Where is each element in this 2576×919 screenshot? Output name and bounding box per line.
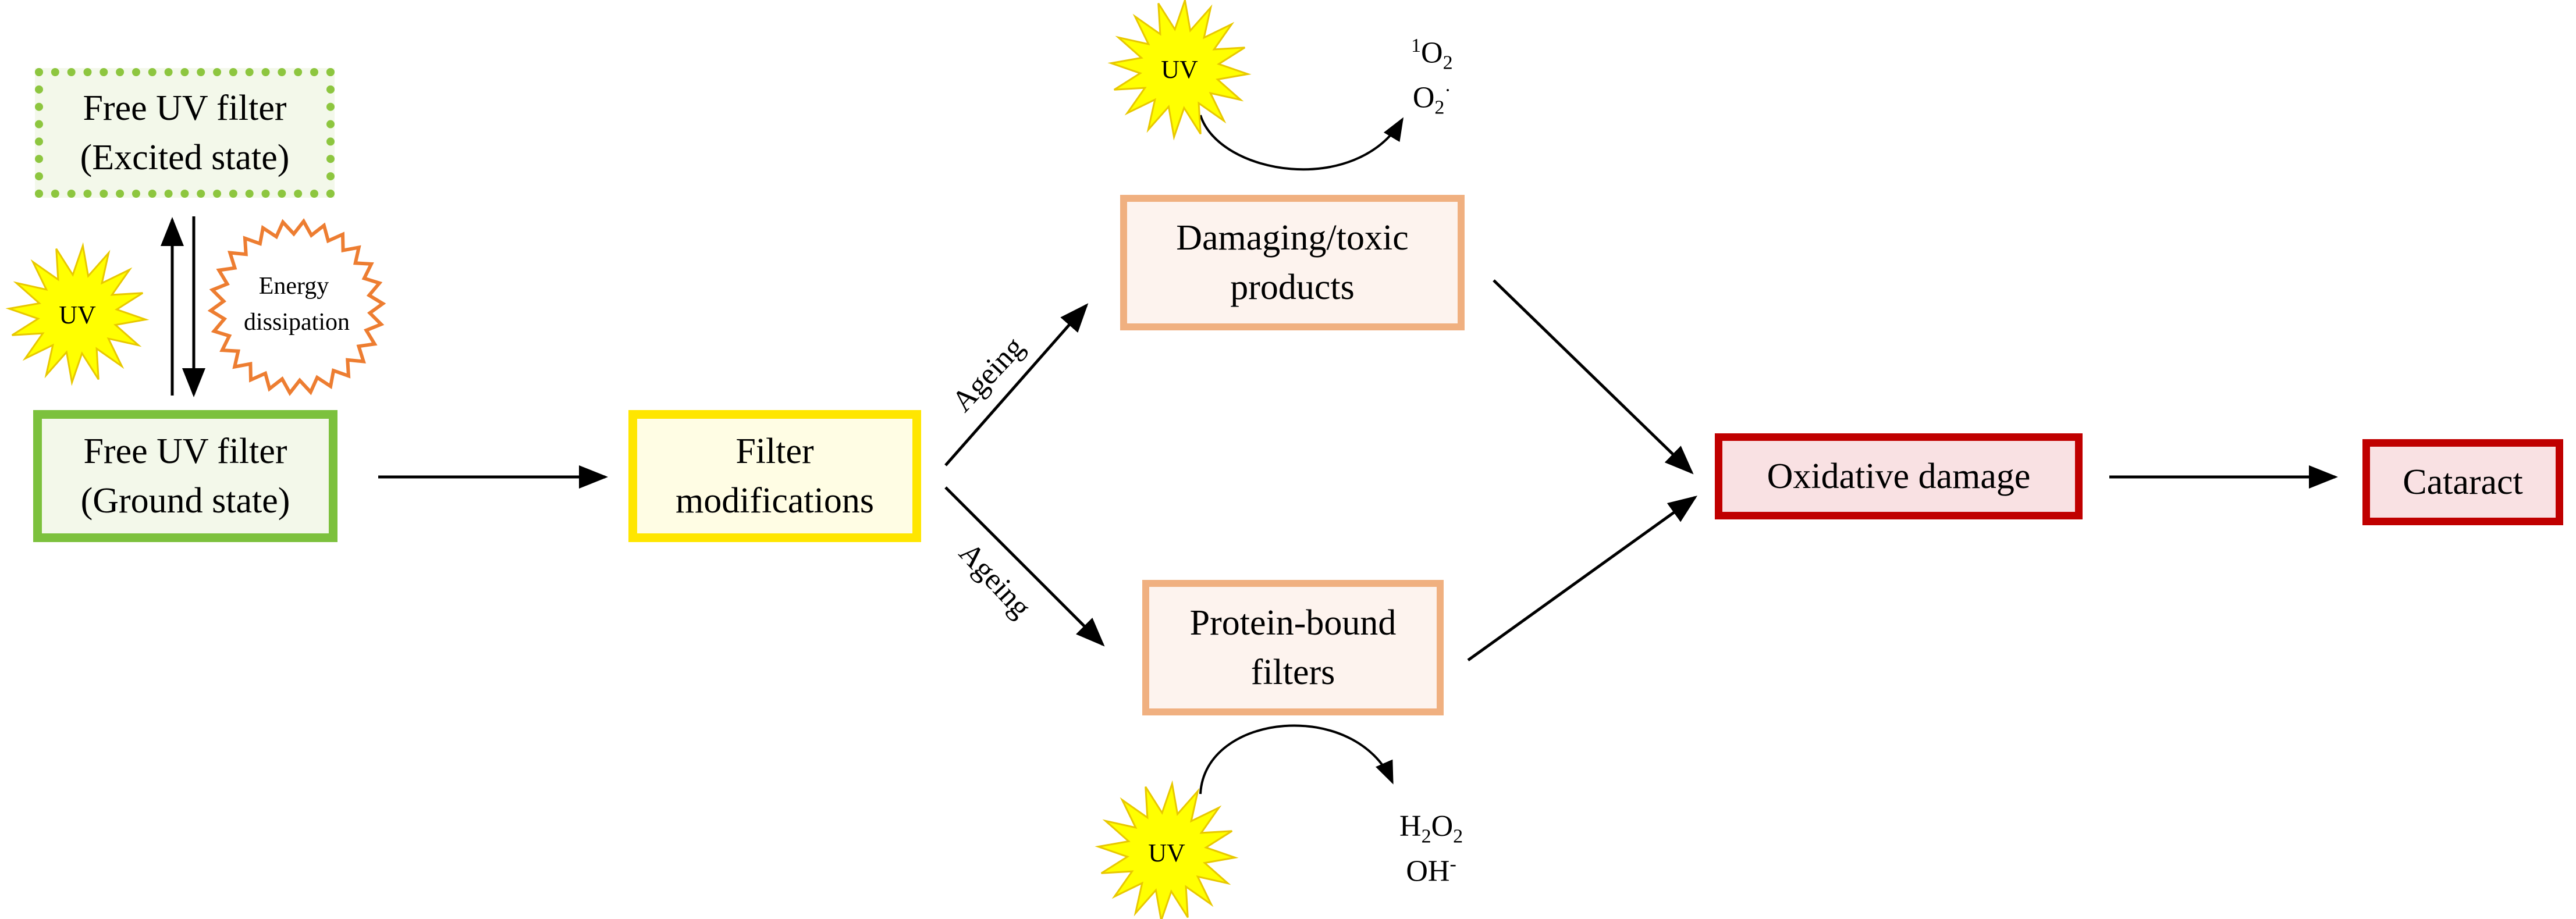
uv-burst-left [5,242,150,386]
curved-arrow-bottom-ros [1199,724,1394,795]
uv-label-top: UV [1161,55,1198,84]
uv-burst-bottom [1095,780,1239,919]
energy-dissipation-burst [207,218,386,396]
toxic-products-line2: products [1230,267,1355,307]
ground-state-line1: Free UV filter [83,431,287,471]
protein-bound-line2: filters [1250,652,1335,692]
uv-burst-top [1107,0,1252,141]
excited-state-line1: Free UV filter [83,88,287,128]
filter-modifications-line2: modifications [676,480,874,521]
singlet-oxygen: 1O2 [1411,35,1453,74]
oxidative-damage-box: Oxidative damage [1715,433,2083,519]
ros-species-bottom: H2O2 OH- [1399,806,1463,893]
energy-label-line2: dissipation [244,309,350,336]
protein-bound-line1: Protein-bound [1189,603,1397,643]
arrow-protein-to-oxidative [1467,496,1698,662]
toxic-products-line1: Damaging/toxic [1176,218,1409,258]
cataract-label: Cataract [2403,462,2523,502]
arrow-toxic-to-oxidative [1493,279,1694,475]
uv-label-left: UV [59,301,96,329]
arrow-modifications-to-toxic [944,303,1089,466]
curved-arrow-top-ros [1199,115,1404,171]
excited-state-box: Free UV filter (Excited state) [35,68,335,198]
oxidative-damage-label: Oxidative damage [1767,456,2031,496]
energy-label-line1: Energy [259,273,329,300]
toxic-products-box: Damaging/toxic products [1120,195,1465,330]
uv-label-bottom: UV [1148,839,1185,867]
ground-state-line2: (Ground state) [80,480,290,521]
ground-state-box: Free UV filter (Ground state) [33,410,337,542]
protein-bound-box: Protein-bound filters [1142,580,1444,715]
hydroxyl-radical: OH- [1406,853,1456,888]
arrow-modifications-to-protein [944,486,1105,647]
filter-modifications-box: Filter modifications [628,410,921,542]
cataract-box: Cataract [2362,439,2563,525]
filter-modifications-line1: Filter [736,431,814,471]
ros-species-top: 1O2 O2· [1411,32,1453,122]
excited-state-line2: (Excited state) [80,137,290,177]
superoxide: O2· [1412,80,1451,119]
hydrogen-peroxide: H2O2 [1399,810,1463,847]
